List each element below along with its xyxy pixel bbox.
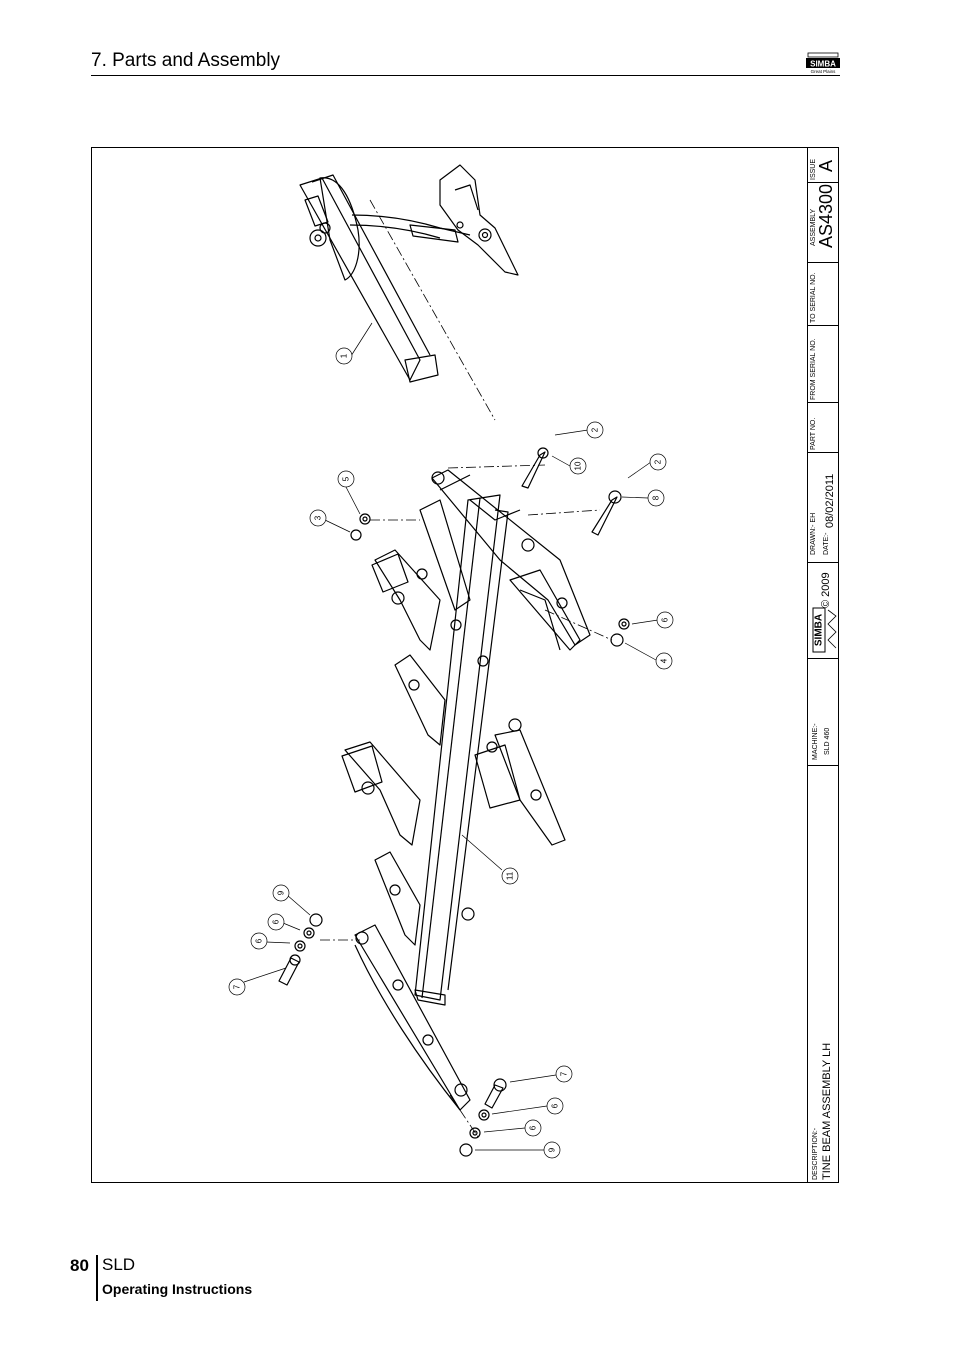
svg-text:4: 4 (660, 658, 669, 663)
svg-text:6: 6 (255, 938, 264, 943)
centre-lines (320, 199, 613, 1141)
svg-text:6: 6 (661, 617, 670, 622)
header-rule (91, 75, 840, 76)
machine-label: MACHINE:- (812, 723, 819, 760)
copyright: © 2009 (820, 572, 832, 608)
machine-value: SLD 460 (824, 727, 831, 755)
callout-3: 3 (309, 509, 327, 527)
callout-6e: 6 (524, 1119, 542, 1137)
logo-subtext: Great Plains (811, 69, 837, 74)
svg-text:7: 7 (560, 1071, 569, 1076)
tb-separator (808, 262, 839, 263)
title-block-divider (807, 148, 808, 1182)
callout-1: 1 (335, 347, 353, 365)
callout-6c: 6 (250, 932, 268, 950)
svg-text:10: 10 (574, 461, 583, 470)
date-value: 08/02/2011 (824, 473, 836, 528)
svg-text:8: 8 (652, 495, 661, 500)
tb-separator (808, 325, 839, 326)
tb-separator (808, 452, 839, 453)
date-label: DATE:- (823, 532, 830, 555)
logo-text: SIMBA (810, 60, 836, 69)
svg-text:9: 9 (548, 1147, 557, 1152)
drawn-label: DRAWN:- EH (810, 512, 817, 555)
svg-text:1: 1 (340, 353, 349, 358)
drawing-frame (91, 147, 839, 1183)
tine-beam (414, 494, 521, 1006)
tine-arm (299, 164, 519, 383)
tb-separator (808, 402, 839, 403)
description-label: DESCRIPTION:- (812, 1127, 819, 1180)
callout-6b: 6 (267, 913, 285, 931)
footer-product: SLD (102, 1255, 136, 1274)
svg-text:5: 5 (342, 476, 351, 481)
svg-text:6: 6 (551, 1103, 560, 1108)
fasteners (278, 447, 630, 1157)
callout-5: 5 (337, 470, 355, 488)
callout-9b: 9 (543, 1141, 561, 1159)
footer-divider (96, 1255, 98, 1301)
callout-11: 11 (501, 867, 519, 885)
callout-6: 6 (656, 611, 674, 629)
issue-value: A (816, 159, 836, 172)
svg-text:9: 9 (277, 890, 286, 895)
leader-lines (243, 322, 659, 1151)
callout-4: 4 (655, 652, 673, 670)
tb-separator (808, 182, 839, 183)
callout-10: 10 (569, 457, 587, 475)
callout-2: 2 (586, 421, 604, 439)
simba-logo: SIMBA Great Plains (806, 52, 840, 74)
tine-frame (341, 469, 591, 1111)
tb-logo-text: SIMBA (814, 614, 825, 646)
exploded-assembly-drawing: 1 2 10 2 8 5 3 6 4 11 9 6 6 7 7 6 6 9 (228, 164, 674, 1159)
svg-text:2: 2 (654, 459, 663, 464)
svg-text:3: 3 (314, 515, 323, 520)
from-serial-label: FROM SERIAL NO. (810, 338, 817, 400)
to-serial-label: TO SERIAL NO. (810, 272, 817, 323)
svg-text:11: 11 (506, 871, 515, 880)
footer-subtitle: Operating Instructions (102, 1281, 253, 1297)
svg-text:2: 2 (591, 427, 600, 432)
svg-text:7: 7 (233, 984, 242, 989)
callout-2b: 2 (649, 453, 667, 471)
callouts: 1 2 10 2 8 5 3 6 4 11 9 6 6 7 7 6 6 9 (228, 347, 674, 1159)
assembly-value: AS4300 (816, 183, 836, 248)
callout-7b: 7 (555, 1065, 573, 1083)
page-number: 80 (70, 1256, 89, 1275)
svg-text:6: 6 (529, 1125, 538, 1130)
callout-9: 9 (272, 884, 290, 902)
tb-separator (808, 658, 839, 659)
callout-7: 7 (228, 978, 246, 996)
tb-separator (808, 765, 839, 766)
callout-8: 8 (647, 489, 665, 507)
svg-text:6: 6 (272, 919, 281, 924)
simba-logo-title-block: SIMBA (812, 607, 837, 653)
description-value: TINE BEAM ASSEMBLY LH (821, 1042, 833, 1180)
tb-separator (808, 562, 839, 563)
section-title: 7. Parts and Assembly (91, 50, 281, 71)
callout-6d: 6 (546, 1097, 564, 1115)
part-no-label: PART NO. (810, 417, 817, 450)
